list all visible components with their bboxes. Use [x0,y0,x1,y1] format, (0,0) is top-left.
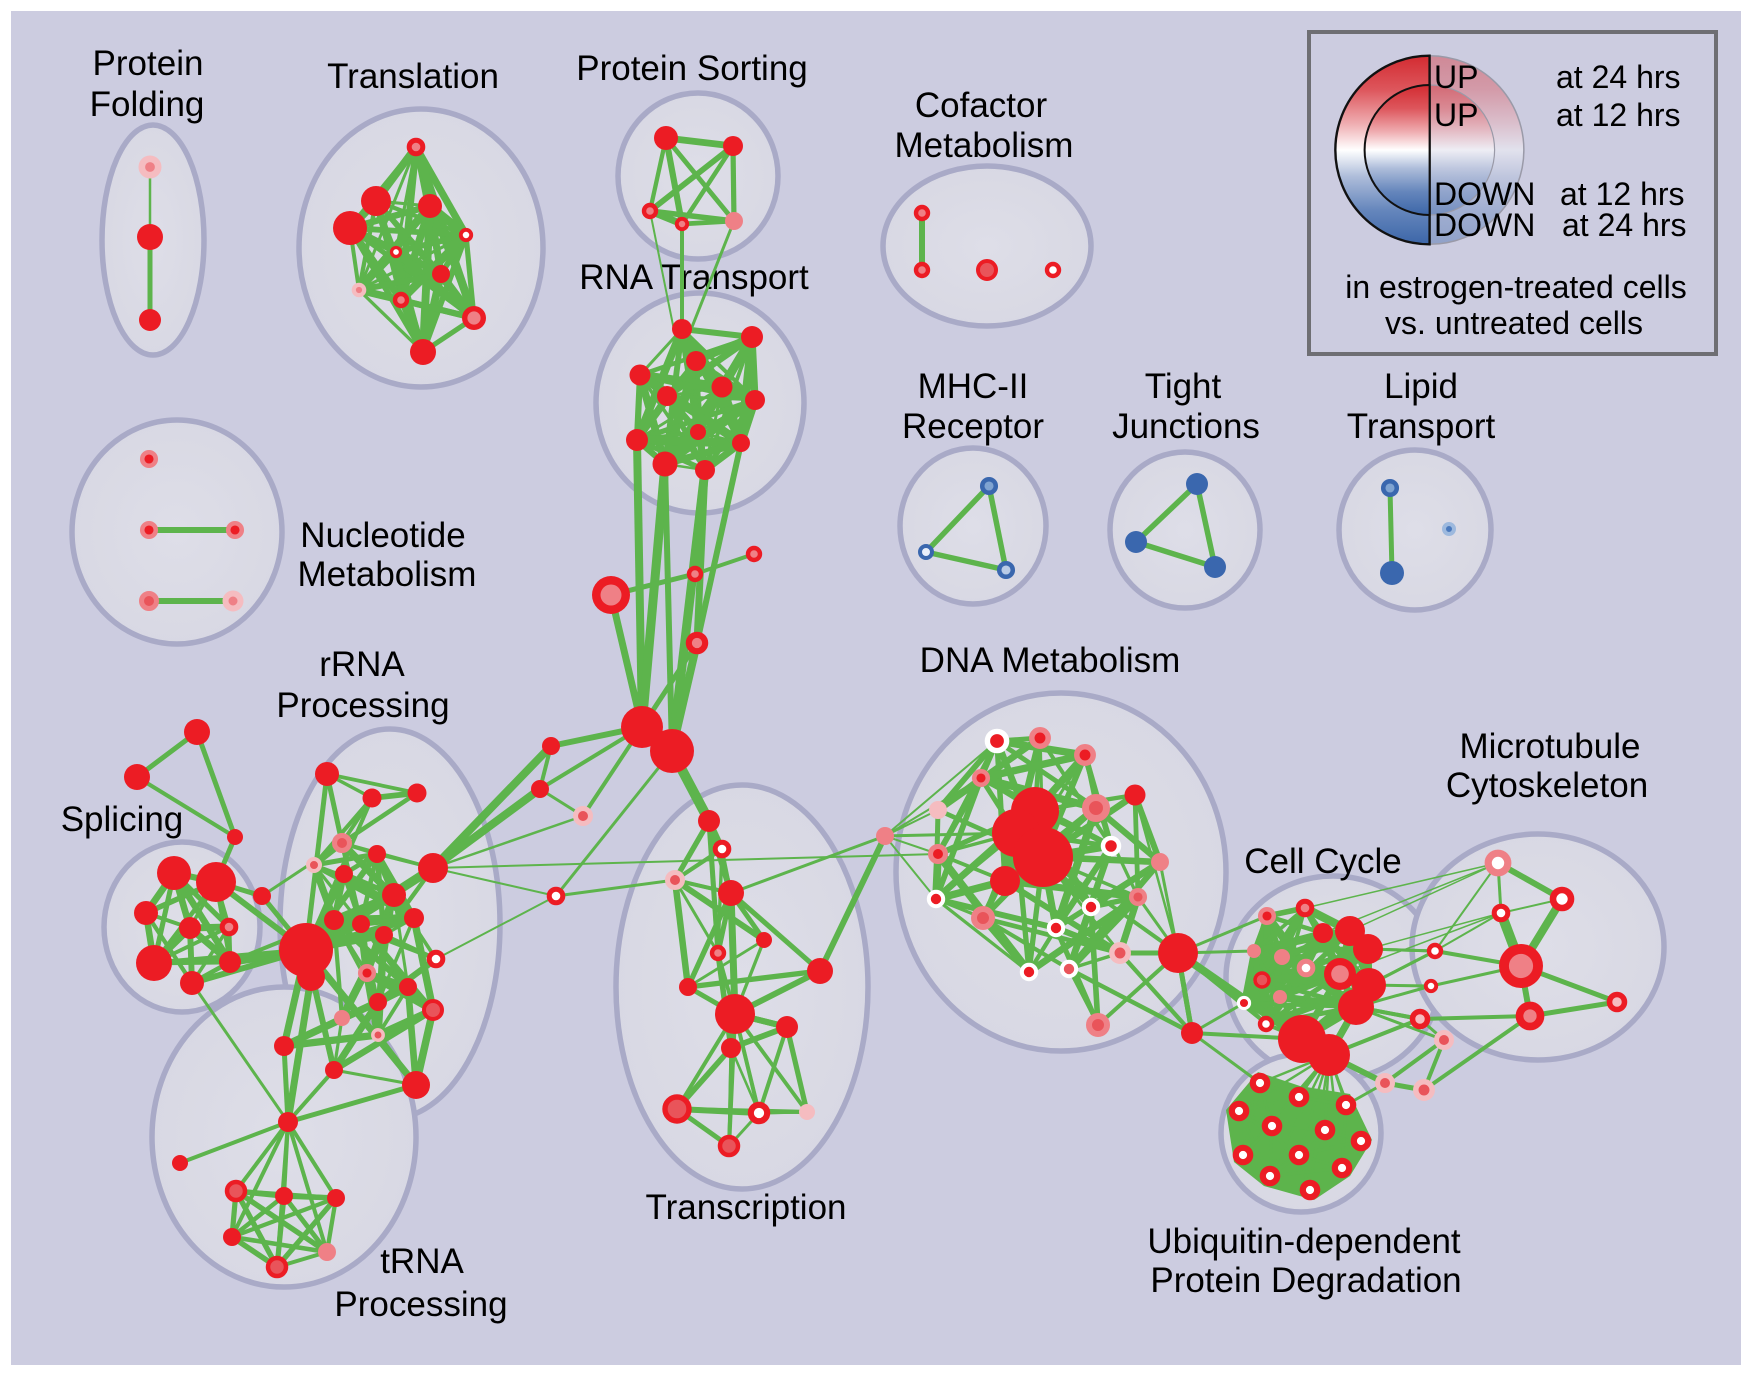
svg-text:RNA Transport: RNA Transport [579,258,809,297]
svg-text:Cofactor: Cofactor [915,86,1048,125]
svg-text:Cytoskeleton: Cytoskeleton [1446,766,1648,805]
svg-text:Processing: Processing [276,686,449,725]
svg-text:at 12 hrs: at 12 hrs [1560,176,1685,212]
svg-text:Lipid: Lipid [1384,367,1458,406]
svg-text:Transcription: Transcription [646,1188,847,1227]
svg-text:DOWN: DOWN [1434,207,1535,243]
svg-text:Metabolism: Metabolism [298,555,477,594]
svg-text:in estrogen-treated cells: in estrogen-treated cells [1345,269,1687,305]
svg-text:Cell Cycle: Cell Cycle [1244,842,1402,881]
svg-text:Junctions: Junctions [1112,407,1260,446]
svg-text:at 12 hrs: at 12 hrs [1556,97,1681,133]
svg-text:Nucleotide: Nucleotide [300,516,465,555]
svg-text:Receptor: Receptor [902,407,1044,446]
svg-text:Folding: Folding [90,85,205,124]
svg-text:tRNA: tRNA [380,1242,464,1281]
svg-text:Metabolism: Metabolism [895,126,1074,165]
svg-text:DNA Metabolism: DNA Metabolism [920,641,1181,680]
svg-text:Microtubule: Microtubule [1460,727,1641,766]
svg-text:rRNA: rRNA [319,645,405,684]
svg-text:vs. untreated cells: vs. untreated cells [1385,305,1643,341]
svg-text:UP: UP [1434,97,1478,133]
svg-text:at 24 hrs: at 24 hrs [1556,59,1681,95]
svg-text:Ubiquitin-dependent: Ubiquitin-dependent [1147,1222,1461,1261]
svg-text:UP: UP [1434,59,1478,95]
svg-text:Tight: Tight [1145,367,1222,406]
svg-text:Processing: Processing [334,1285,507,1324]
svg-text:at 24 hrs: at 24 hrs [1562,207,1687,243]
svg-text:Splicing: Splicing [61,800,184,839]
svg-text:Protein Degradation: Protein Degradation [1150,1261,1461,1300]
svg-text:Protein: Protein [93,44,204,83]
svg-text:MHC-II: MHC-II [918,367,1029,406]
svg-text:DOWN: DOWN [1434,176,1535,212]
svg-text:Translation: Translation [327,57,499,96]
svg-text:Protein Sorting: Protein Sorting [576,49,808,88]
svg-text:Transport: Transport [1347,407,1496,446]
